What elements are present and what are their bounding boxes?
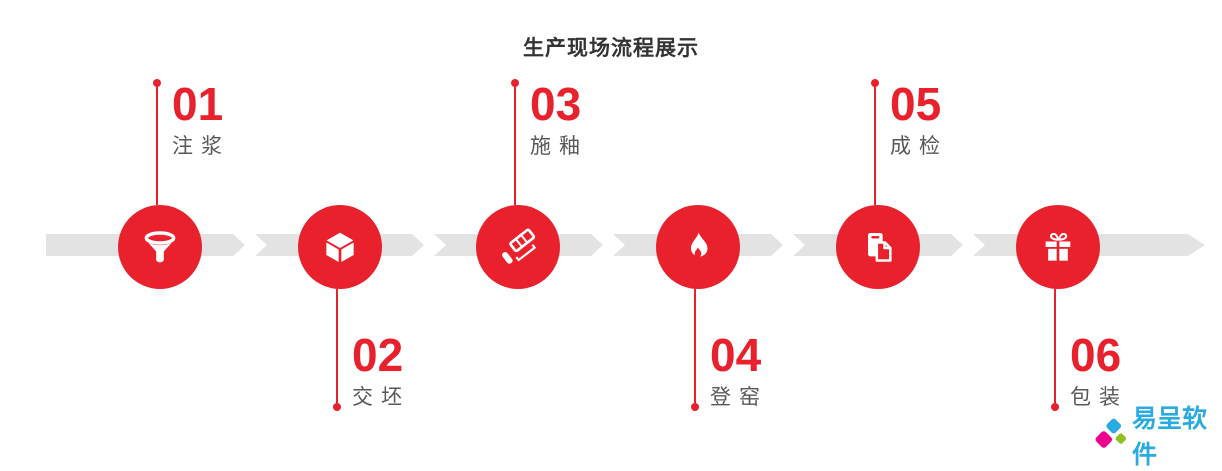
connector-dot — [691, 403, 699, 411]
step-number: 06 — [1070, 329, 1122, 381]
connector-line — [514, 85, 516, 205]
connector-dot — [1051, 403, 1059, 411]
step-circle — [1016, 205, 1100, 289]
step-label: 交坯 — [352, 386, 410, 409]
step-circle — [118, 205, 202, 289]
documents-icon — [868, 233, 892, 262]
step-text: 04 登窑 — [710, 329, 768, 411]
step-circle — [298, 205, 382, 289]
step-label: 包装 — [1070, 386, 1128, 409]
step-text: 01 注浆 — [172, 78, 230, 160]
watermark-text: 易呈软件 — [1132, 405, 1208, 469]
flow-step-2: 02 交坯 — [298, 205, 403, 411]
step-circle — [476, 205, 560, 289]
step-number: 03 — [530, 78, 582, 130]
flow-step-6: 06 包装 — [1016, 205, 1121, 411]
flame-icon — [691, 232, 708, 258]
watermark: 易呈软件 — [1093, 399, 1222, 471]
flow-step-1: 01 注浆 — [118, 79, 223, 289]
step-label: 成检 — [890, 135, 948, 158]
step-number: 02 — [352, 329, 404, 381]
connector-dot — [871, 79, 879, 87]
step-text: 06 包装 — [1070, 329, 1128, 411]
step-number: 01 — [172, 78, 224, 130]
step-label: 登窑 — [710, 386, 768, 409]
step-circle — [836, 205, 920, 289]
connector-dot — [333, 403, 341, 411]
step-label: 施釉 — [530, 135, 588, 158]
step-number: 05 — [890, 78, 942, 130]
cube-icon — [326, 232, 354, 262]
funnel-icon — [144, 231, 176, 263]
flow-step-3: 03 施釉 — [476, 79, 581, 289]
diamond-logo-icon — [1095, 418, 1127, 448]
connector-line — [156, 85, 158, 205]
step-text: 02 交坯 — [352, 329, 410, 411]
paint-roller-icon — [502, 228, 537, 264]
step-number: 04 — [710, 329, 762, 381]
connector-line — [874, 85, 876, 205]
step-text: 05 成检 — [890, 78, 948, 160]
connector-line — [694, 289, 696, 407]
connector-line — [1054, 289, 1056, 407]
connector-line — [336, 289, 338, 407]
flow-step-5: 05 成检 — [836, 79, 941, 289]
page-title: 生产现场流程展示 — [523, 37, 699, 60]
gift-icon — [1045, 232, 1071, 261]
flow-step-4: 04 登窑 — [656, 205, 761, 411]
process-flow-diagram: 生产现场流程展示 01 注浆 02 交坯 — [0, 37, 1207, 469]
connector-dot — [511, 79, 519, 87]
step-circle — [656, 205, 740, 289]
step-label: 注浆 — [172, 135, 230, 158]
step-text: 03 施釉 — [530, 78, 588, 160]
connector-dot — [153, 79, 161, 87]
